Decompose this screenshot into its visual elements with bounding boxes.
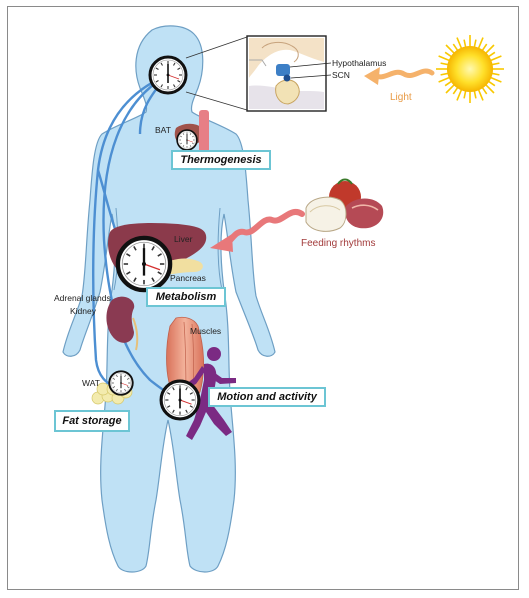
sun-ray xyxy=(445,44,455,54)
scn-label: SCN xyxy=(332,70,350,80)
sun-ray xyxy=(491,62,500,66)
kidney-organ xyxy=(106,296,135,343)
sun-ray xyxy=(481,86,488,95)
sun-ray xyxy=(463,90,467,99)
sun-ray xyxy=(438,55,451,62)
pancreas-label: Pancreas xyxy=(170,273,206,283)
sun-ray xyxy=(489,55,502,62)
bat-clock-icon xyxy=(176,129,198,151)
sun-ray xyxy=(477,37,484,50)
metabolism-box: Metabolism xyxy=(146,287,226,307)
sun-ray xyxy=(463,39,467,48)
wat-clock-icon xyxy=(108,370,134,396)
sun-ray xyxy=(485,84,495,94)
activity-clock-icon xyxy=(159,379,201,421)
sun-ray xyxy=(452,43,459,52)
feeding-rhythms-label: Feeding rhythms xyxy=(301,238,375,249)
sun-ray xyxy=(485,44,495,54)
bat-label: BAT xyxy=(155,125,171,135)
sun-ray xyxy=(487,51,496,58)
sun-ray xyxy=(473,39,477,48)
sun-ray xyxy=(489,76,502,83)
sun-ray xyxy=(477,88,484,101)
brain-inset-icon xyxy=(246,35,327,112)
hypothalamus-label: Hypothalamus xyxy=(332,58,386,68)
food-icon xyxy=(305,178,384,232)
sun-ray xyxy=(452,86,459,95)
adrenal-glands-label: Adrenal glands xyxy=(54,293,111,303)
brain-clock-icon xyxy=(148,55,188,95)
sun-ray xyxy=(487,80,496,87)
sun-ray xyxy=(456,37,463,50)
kidney-label: Kidney xyxy=(70,306,97,316)
muscles-label: Muscles xyxy=(190,326,221,336)
fat-storage-box: Fat storage xyxy=(54,410,130,432)
sun-icon xyxy=(436,35,504,103)
light-arrow xyxy=(373,68,435,80)
sun-ray xyxy=(456,88,463,101)
sun-ray xyxy=(440,62,449,66)
sun-ray xyxy=(481,43,488,52)
sun-ray xyxy=(438,76,451,83)
wat-label: WAT xyxy=(82,378,100,388)
sun-ray xyxy=(445,84,455,94)
light-label: Light xyxy=(390,92,412,103)
sun-ray xyxy=(473,90,477,99)
sun-ray xyxy=(444,80,453,87)
thermogenesis-box: Thermogenesis xyxy=(171,150,271,170)
liver-label: Liver xyxy=(174,234,193,244)
sun-ray xyxy=(444,51,453,58)
motion-activity-box: Motion and activity xyxy=(208,387,326,407)
feeding-arrow xyxy=(225,209,305,245)
metabolism-clock-icon xyxy=(118,238,170,290)
sun-ray xyxy=(440,72,449,76)
sun-ray xyxy=(491,72,500,76)
